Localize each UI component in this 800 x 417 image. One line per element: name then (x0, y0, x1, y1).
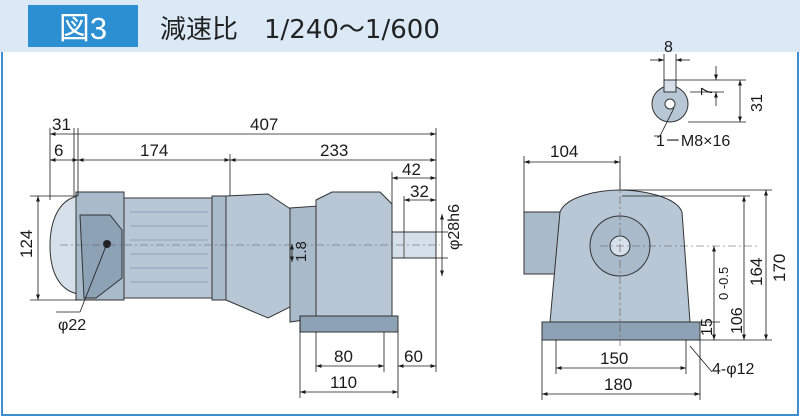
figure-label: 図3 (59, 11, 107, 46)
front-foot (541, 321, 701, 341)
side-view (49, 191, 440, 333)
dim-front-shaft-tol: 0 -0.5 (716, 267, 731, 300)
front-dimensions (523, 156, 772, 400)
motor-body (123, 197, 215, 299)
frame-border (1, 52, 799, 416)
dim-inner-offset: 6 (54, 141, 63, 160)
dim-front-foot-outer: 180 (604, 375, 632, 394)
dim-shaft-detail-height: 31 (749, 94, 766, 112)
dim-foot-offset: 60 (404, 347, 423, 366)
dim-cable-gland: φ22 (58, 317, 86, 334)
dim-shaft-dia: φ28h6 (446, 204, 463, 250)
dim-front-top-height: 164 (747, 258, 766, 286)
gear-housing (225, 193, 293, 319)
dim-foot-outer: 110 (330, 373, 357, 392)
dim-front-total-height: 170 (770, 254, 789, 282)
dim-motor-length: 174 (140, 141, 168, 160)
side-dimensions (30, 128, 448, 398)
motor-flange (211, 195, 227, 301)
terminal-box (79, 214, 123, 299)
dim-foot-inner: 80 (334, 347, 353, 366)
dim-total-length: 407 (250, 115, 278, 134)
dim-front-holes: 4-φ12 (712, 361, 755, 378)
front-view (523, 180, 760, 346)
dim-gear-length: 233 (320, 141, 348, 160)
gear-housing-2 (289, 205, 319, 323)
tap-hole (664, 98, 676, 110)
shaft-detail (651, 79, 689, 123)
dim-key-depth: 1.8 (293, 241, 310, 262)
side-foot (299, 315, 399, 333)
front-dimension-labels: 104 170 164 106 0 -0.5 15 150 180 4-φ12 (550, 142, 789, 394)
output-housing (315, 191, 393, 317)
shaft-detail-labels: 8 7 31 1－M8×16 (656, 39, 766, 150)
dim-front-shaft-height: 106 (729, 307, 746, 334)
side-dimension-labels: 407 31 6 174 233 42 32 φ28h6 124 φ22 1.8… (17, 115, 463, 392)
dim-tap: 1－M8×16 (656, 133, 730, 150)
dim-front-base-height: 15 (699, 318, 716, 336)
dim-key-length: 32 (410, 182, 429, 201)
dim-front-foot-inner: 150 (600, 349, 628, 368)
page-title: 減速比 1/240～1/600 (160, 15, 440, 45)
dim-height: 124 (17, 230, 36, 258)
dim-flange-offset: 31 (52, 115, 71, 134)
figure-label-box (28, 5, 138, 47)
dim-key-height: 7 (699, 87, 716, 96)
dim-key-width: 8 (664, 39, 673, 56)
cable-gland-mark (103, 240, 111, 248)
shaft-detail-dimensions (650, 54, 746, 137)
dim-front-offset: 104 (550, 142, 578, 161)
shaft-key (663, 79, 677, 93)
dim-shaft-length: 42 (402, 160, 421, 179)
